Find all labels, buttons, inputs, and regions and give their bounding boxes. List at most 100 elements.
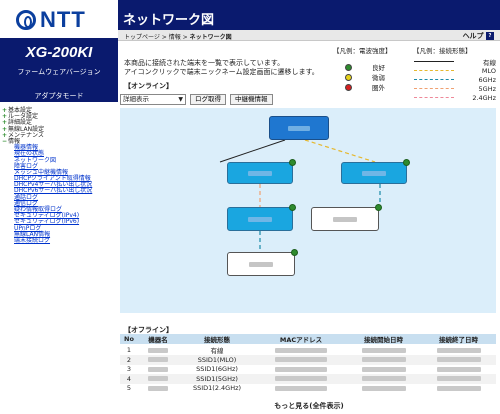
table-cell	[138, 374, 178, 384]
mesh-node[interactable]	[227, 162, 293, 184]
display-mode-select[interactable]: 詳細表示▼	[120, 94, 186, 105]
sidebar-item-label: メンテナンス	[8, 131, 44, 139]
client-node-2[interactable]	[311, 207, 379, 231]
sidebar-item[interactable]: メッシュ中継機情報	[2, 169, 118, 176]
table-cell	[256, 374, 346, 384]
sidebar-item[interactable]: +ルータ設定	[2, 113, 118, 121]
table-cell: 5	[126, 384, 132, 393]
mesh-node-2[interactable]	[227, 207, 293, 231]
sidebar-item[interactable]: +メンテナンス	[2, 131, 118, 139]
expand-icon[interactable]: +	[2, 107, 8, 114]
sidebar-item-label: 基本設定	[8, 107, 33, 114]
sidebar-item-label: 現在の状態	[14, 150, 45, 158]
sidebar-item[interactable]: 機器情報	[2, 144, 118, 152]
sidebar-item[interactable]: ネットワーク図	[2, 157, 118, 164]
redacted-value	[436, 366, 481, 372]
sidebar-item[interactable]: +基本設定	[2, 107, 118, 114]
expand-icon[interactable]: +	[2, 119, 8, 127]
sidebar-item-label: 端末接続ログ	[14, 236, 51, 244]
sidebar-item[interactable]: +無線LAN設定	[2, 125, 118, 133]
table-cell: 1	[126, 346, 132, 354]
table-row: 2 SSID1(MLO)	[120, 355, 496, 365]
log-button[interactable]: ログ取得	[190, 94, 226, 105]
sidebar-item[interactable]: 疑わ情報取得ログ	[2, 206, 118, 213]
sidebar-item[interactable]: +詳細設定	[2, 120, 118, 126]
sidebar-item[interactable]: セキュリティログ(IPv4)	[2, 212, 118, 219]
network-links	[219, 139, 381, 252]
legend-status-title: 【凡例：電波強度】	[333, 47, 392, 55]
table-cell	[138, 365, 178, 375]
client-node-3[interactable]	[227, 252, 295, 276]
table-cell: 有線	[210, 347, 224, 355]
sidebar-item[interactable]: 通話ログ	[2, 194, 118, 201]
expand-icon[interactable]: +	[2, 113, 8, 121]
legend-line-icon	[414, 88, 454, 89]
sidebar-item-label: DHCPクライアント取得情報	[14, 175, 91, 183]
online-title: 【オンライン】	[124, 82, 173, 90]
table-cell	[138, 355, 178, 365]
sidebar-item[interactable]: −情報	[2, 137, 118, 145]
table-cell	[256, 345, 346, 356]
breadcrumb-top[interactable]: トップページ	[124, 34, 160, 41]
redacted-value	[361, 347, 406, 353]
link-wired	[219, 139, 286, 163]
table-cell: SSID1(5GHz)	[178, 374, 256, 384]
table-cell	[138, 345, 178, 356]
sidebar-item[interactable]: 障害ログ	[2, 162, 118, 170]
redacted-value	[361, 357, 406, 363]
sidebar-item[interactable]: UPnPログ	[2, 224, 118, 232]
relay-info-button[interactable]: 中継機情報	[230, 94, 273, 105]
sidebar-item-label: 無線LAN情報	[14, 230, 51, 238]
table-cell: 2	[120, 355, 138, 365]
redacted-value	[436, 385, 481, 391]
redacted-value	[436, 347, 481, 353]
table-row: 1 有線	[120, 345, 496, 356]
status-dot-icon	[289, 204, 296, 211]
ntt-logo-icon	[16, 10, 36, 30]
table-header-cell: No	[120, 334, 138, 345]
redacted-value	[361, 385, 406, 391]
page-title: ネットワーク図	[118, 0, 500, 30]
legend-conn-title: 【凡例：接続形態】	[413, 47, 472, 55]
firmware-label: ファームウェアバージョン	[17, 68, 101, 76]
sidebar-item[interactable]: 端末接続ログ	[2, 236, 118, 244]
sidebar-item[interactable]: 現在の状態	[2, 151, 118, 157]
help-icon[interactable]: ?	[486, 32, 494, 40]
sidebar-item[interactable]: 無線LAN情報	[2, 230, 118, 238]
sidebar-item[interactable]: DHCPv4サーバ払い出し状況	[2, 182, 118, 188]
client-node[interactable]	[341, 162, 407, 184]
sidebar-item-label: 障害ログ	[14, 162, 39, 170]
sidebar-item[interactable]: 通信ログ	[2, 200, 118, 207]
breadcrumb-info[interactable]: 情報	[168, 34, 181, 41]
show-all-link[interactable]: もっと見る(全件表示)	[274, 402, 344, 410]
table-cell	[346, 365, 421, 375]
offline-title: 【オフライン】	[124, 326, 173, 334]
logo-text: NTT	[40, 7, 86, 32]
table-cell	[421, 345, 496, 356]
table-cell: SSID1(MLO)	[178, 355, 256, 365]
help-link[interactable]: ヘルプ ?	[463, 31, 494, 41]
router-node[interactable]	[269, 116, 329, 140]
expand-icon[interactable]: +	[2, 131, 8, 139]
sidebar-item-label: 機器情報	[14, 144, 39, 152]
intro-text: 本商品に接続された端末を一覧で表示しています。 アイコンクリックで端末ニックネー…	[124, 59, 319, 76]
legend-status-row: 良好	[345, 62, 385, 72]
sidebar: NTT XG-200KI ファームウェアバージョン アダプタモード +基本設定+…	[0, 0, 118, 414]
model-box: XG-200KI ファームウェアバージョン アダプタモード	[0, 38, 118, 102]
legend-line-icon	[414, 70, 454, 71]
expand-icon[interactable]: +	[2, 125, 8, 133]
redacted-value	[148, 357, 168, 363]
sidebar-item[interactable]: セキュリティログ(IPv6)	[2, 219, 118, 225]
status-dot-icon	[375, 204, 382, 211]
table-cell	[346, 384, 421, 394]
table-cell	[346, 345, 421, 356]
sidebar-item[interactable]: DHCPクライアント取得情報	[2, 175, 118, 183]
sidebar-item-label: UPnPログ	[14, 224, 42, 232]
sidebar-item[interactable]: DHCPv6サーバ払い出し状況	[2, 188, 118, 194]
sidebar-item-label: 詳細設定	[8, 119, 33, 127]
collapse-icon[interactable]: −	[2, 137, 8, 145]
